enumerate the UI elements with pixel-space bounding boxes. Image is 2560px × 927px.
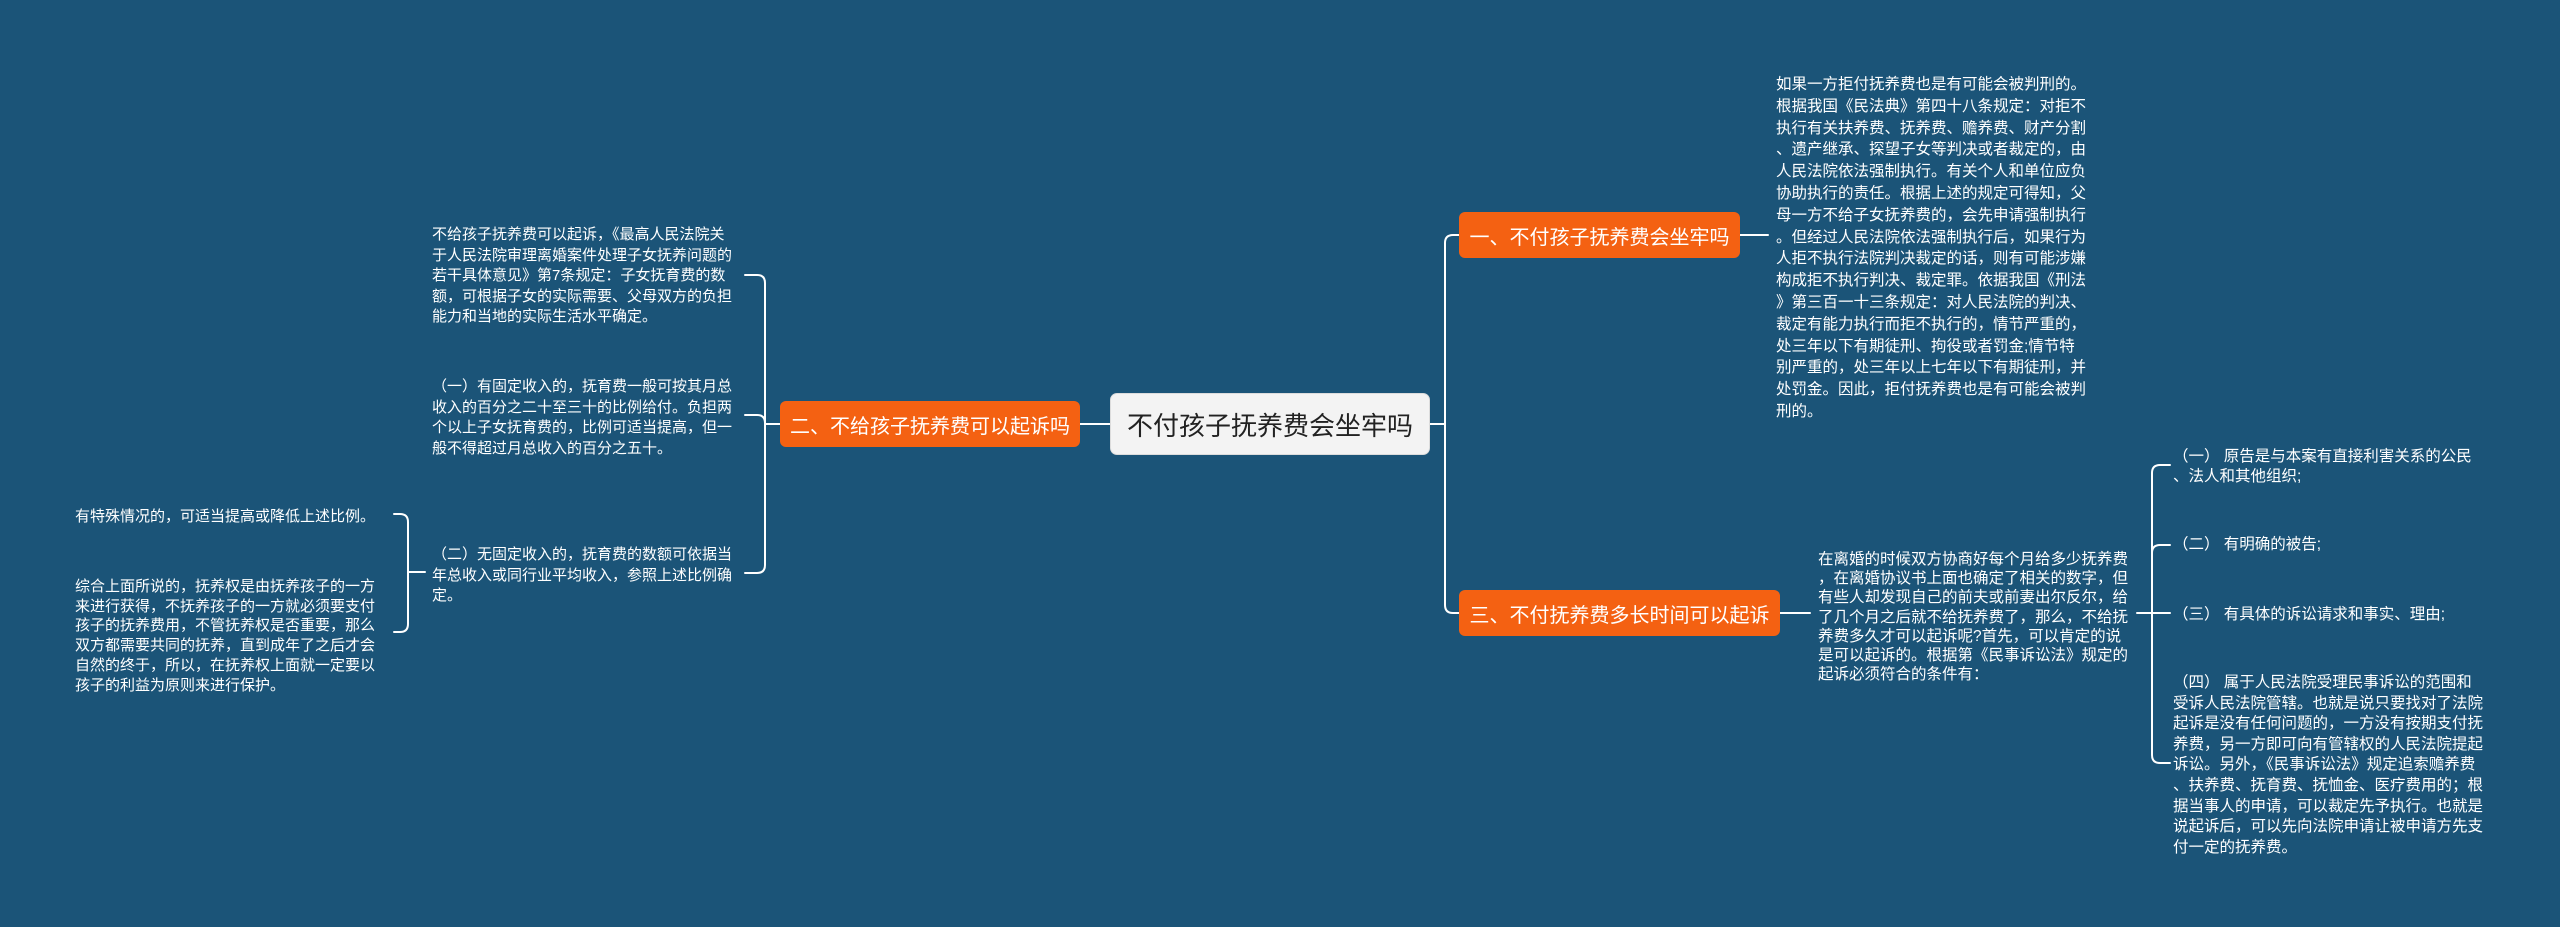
connector-right-trunk (1444, 234, 1460, 614)
branch-1-detail-text: 如果一方拒付抚养费也是有可能会被判刑的。根据我国《民法典》第四十八条规定：对拒不… (1776, 76, 2087, 420)
branch-topic-3[interactable]: 三、不付抚养费多长时间可以起诉 (1459, 590, 1780, 636)
condition-item: （三） 有具体的诉讼请求和事实、理由; (2173, 606, 2446, 623)
connector-condition-2 (2151, 544, 2171, 554)
root-topic[interactable]: 不付孩子抚养费会坐牢吗 (1110, 393, 1430, 455)
branch-3-detail-text: 在离婚的时候双方协商好每个月给多少抚养费，在离婚协议书上面也确定了相关的数字，但… (1818, 551, 2129, 684)
branch-2-sub-detail-text: 综合上面所说的，抚养权是由抚养孩子的一方来进行获得，不抚养孩子的一方就必须要支付… (75, 578, 376, 694)
branch-2-detail-text: 不给孩子抚养费可以起诉，《最高人民法院关于人民法院审理离婚案件处理子女抚养问题的… (432, 226, 733, 325)
branch-topic-1[interactable]: 一、不付孩子抚养费会坐牢吗 (1459, 212, 1740, 258)
connector-conditions-bracket (2151, 464, 2171, 764)
condition-item: （二） 有明确的被告; (2173, 536, 2322, 553)
connector-left-bracket (744, 274, 766, 574)
connector-detail-b (744, 414, 766, 424)
condition-item: （四） 属于人民法院受理民事诉讼的范围和受诉人民法院管辖。也就是说只要找对了法院… (2173, 674, 2484, 856)
branch-topic-2[interactable]: 二、不给孩子抚养费可以起诉吗 (780, 401, 1080, 447)
branch-2-detail-text: （二）无固定收入的，抚育费的数额可依据当年总收入或同行业平均收入，参照上述比例确… (432, 546, 733, 604)
branch-2-detail-text: （一）有固定收入的，抚育费一般可按其月总收入的百分之二十至三十的比例给付。负担两… (432, 378, 733, 457)
connector-sub-bracket (393, 513, 409, 633)
condition-item: （一） 原告是与本案有直接利害关系的公民、法人和其他组织; (2173, 448, 2472, 485)
branch-2-sub-detail-text: 有特殊情况的，可适当提高或降低上述比例。 (75, 508, 376, 525)
